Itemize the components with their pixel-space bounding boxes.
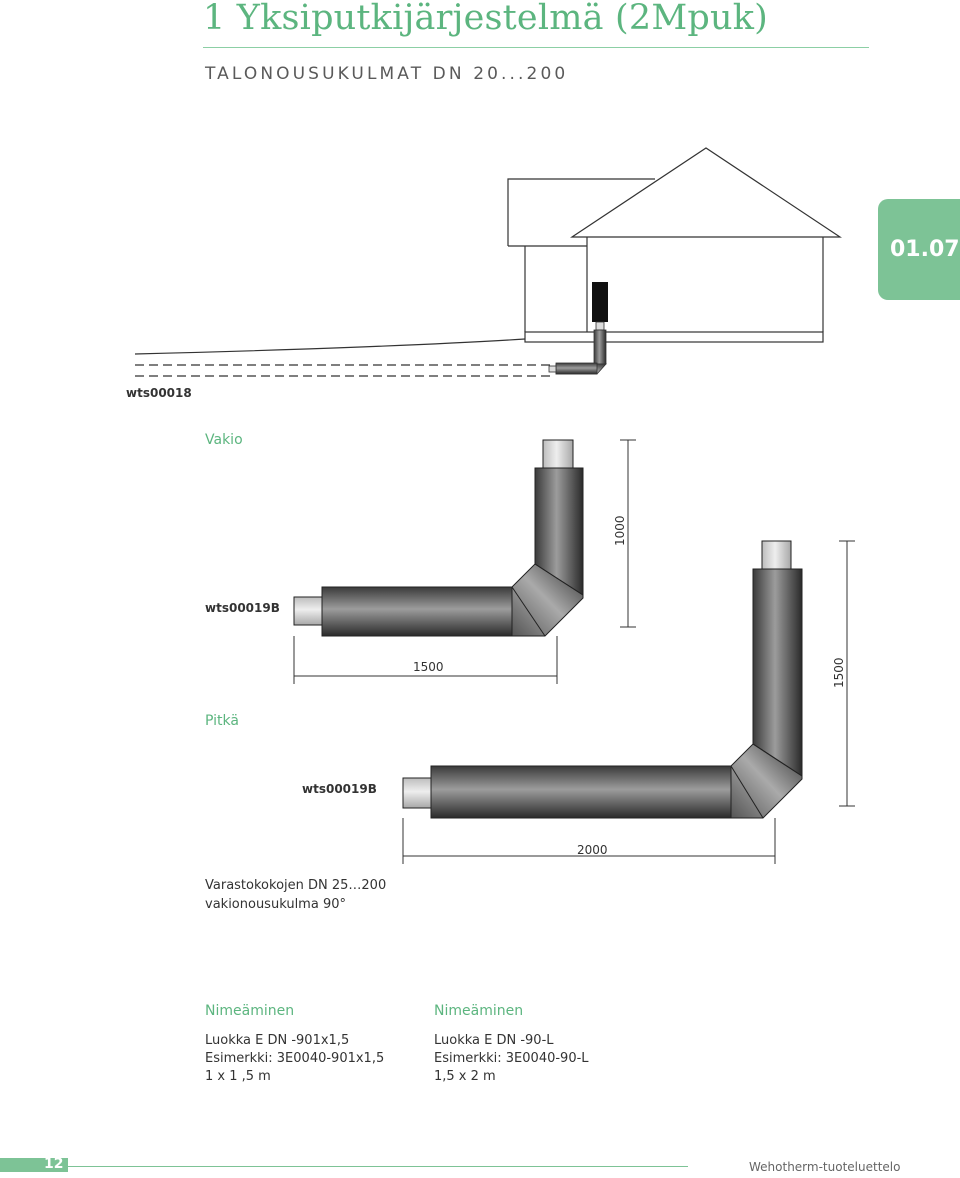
section-tab [878, 199, 960, 300]
title-divider [203, 47, 869, 48]
naming-line: Esimerkki: 3E0040-901x1,5 [205, 1051, 385, 1066]
footer-rule [68, 1166, 688, 1167]
naming-line: Luokka E DN -901x1,5 [205, 1033, 350, 1048]
description: Varastokokojen DN 25…200 vakionousukulma… [205, 876, 386, 914]
naming-line: 1,5 x 2 m [434, 1069, 496, 1084]
illustration-code: wts00018 [126, 386, 192, 400]
section-vakio: Vakio [205, 432, 243, 448]
footer-catalog-name: Wehotherm-tuoteluettelo [749, 1160, 901, 1174]
footer-bar [0, 1158, 68, 1172]
description-line-2: vakionousukulma 90° [205, 897, 346, 912]
naming-heading: Nimeäminen [434, 1003, 524, 1019]
vakio-code: wts00019B [205, 601, 280, 615]
pitka-code: wts00019B [302, 782, 377, 796]
pitka-dimensions [402, 540, 855, 864]
naming-heading: Nimeäminen [205, 1003, 295, 1019]
section-pitka: Pitkä [205, 713, 239, 729]
elbow-pitka [402, 540, 803, 819]
section-tab-label: 01.07 [890, 237, 960, 262]
wall-unit [592, 282, 608, 322]
house-riser-pipe [548, 321, 607, 375]
naming-column-1: Nimeäminen Luokka E DN -901x1,5 Esimerkk… [205, 1002, 384, 1086]
page-title: 1 Yksiputkijärjestelmä (2Mpuk) [203, 0, 768, 38]
vakio-dimensions [293, 439, 636, 684]
page-number: 12 [44, 1156, 64, 1172]
elbow-vakio [293, 439, 584, 637]
vakio-dim-vertical: 1000 [613, 515, 627, 546]
naming-line: Luokka E DN -90-L [434, 1033, 554, 1048]
pitka-dim-vertical: 1500 [832, 657, 846, 688]
naming-line: 1 x 1 ,5 m [205, 1069, 271, 1084]
naming-line: Esimerkki: 3E0040-90-L [434, 1051, 589, 1066]
vakio-dim-horizontal: 1500 [413, 660, 444, 674]
pitka-dim-horizontal: 2000 [577, 843, 608, 857]
description-line-1: Varastokokojen DN 25…200 [205, 878, 387, 893]
page-subtitle: TALONOUSUKULMAT DN 20...200 [205, 64, 569, 84]
house-illustration [134, 147, 842, 377]
naming-column-2: Nimeäminen Luokka E DN -90-L Esimerkki: … [434, 1002, 589, 1086]
